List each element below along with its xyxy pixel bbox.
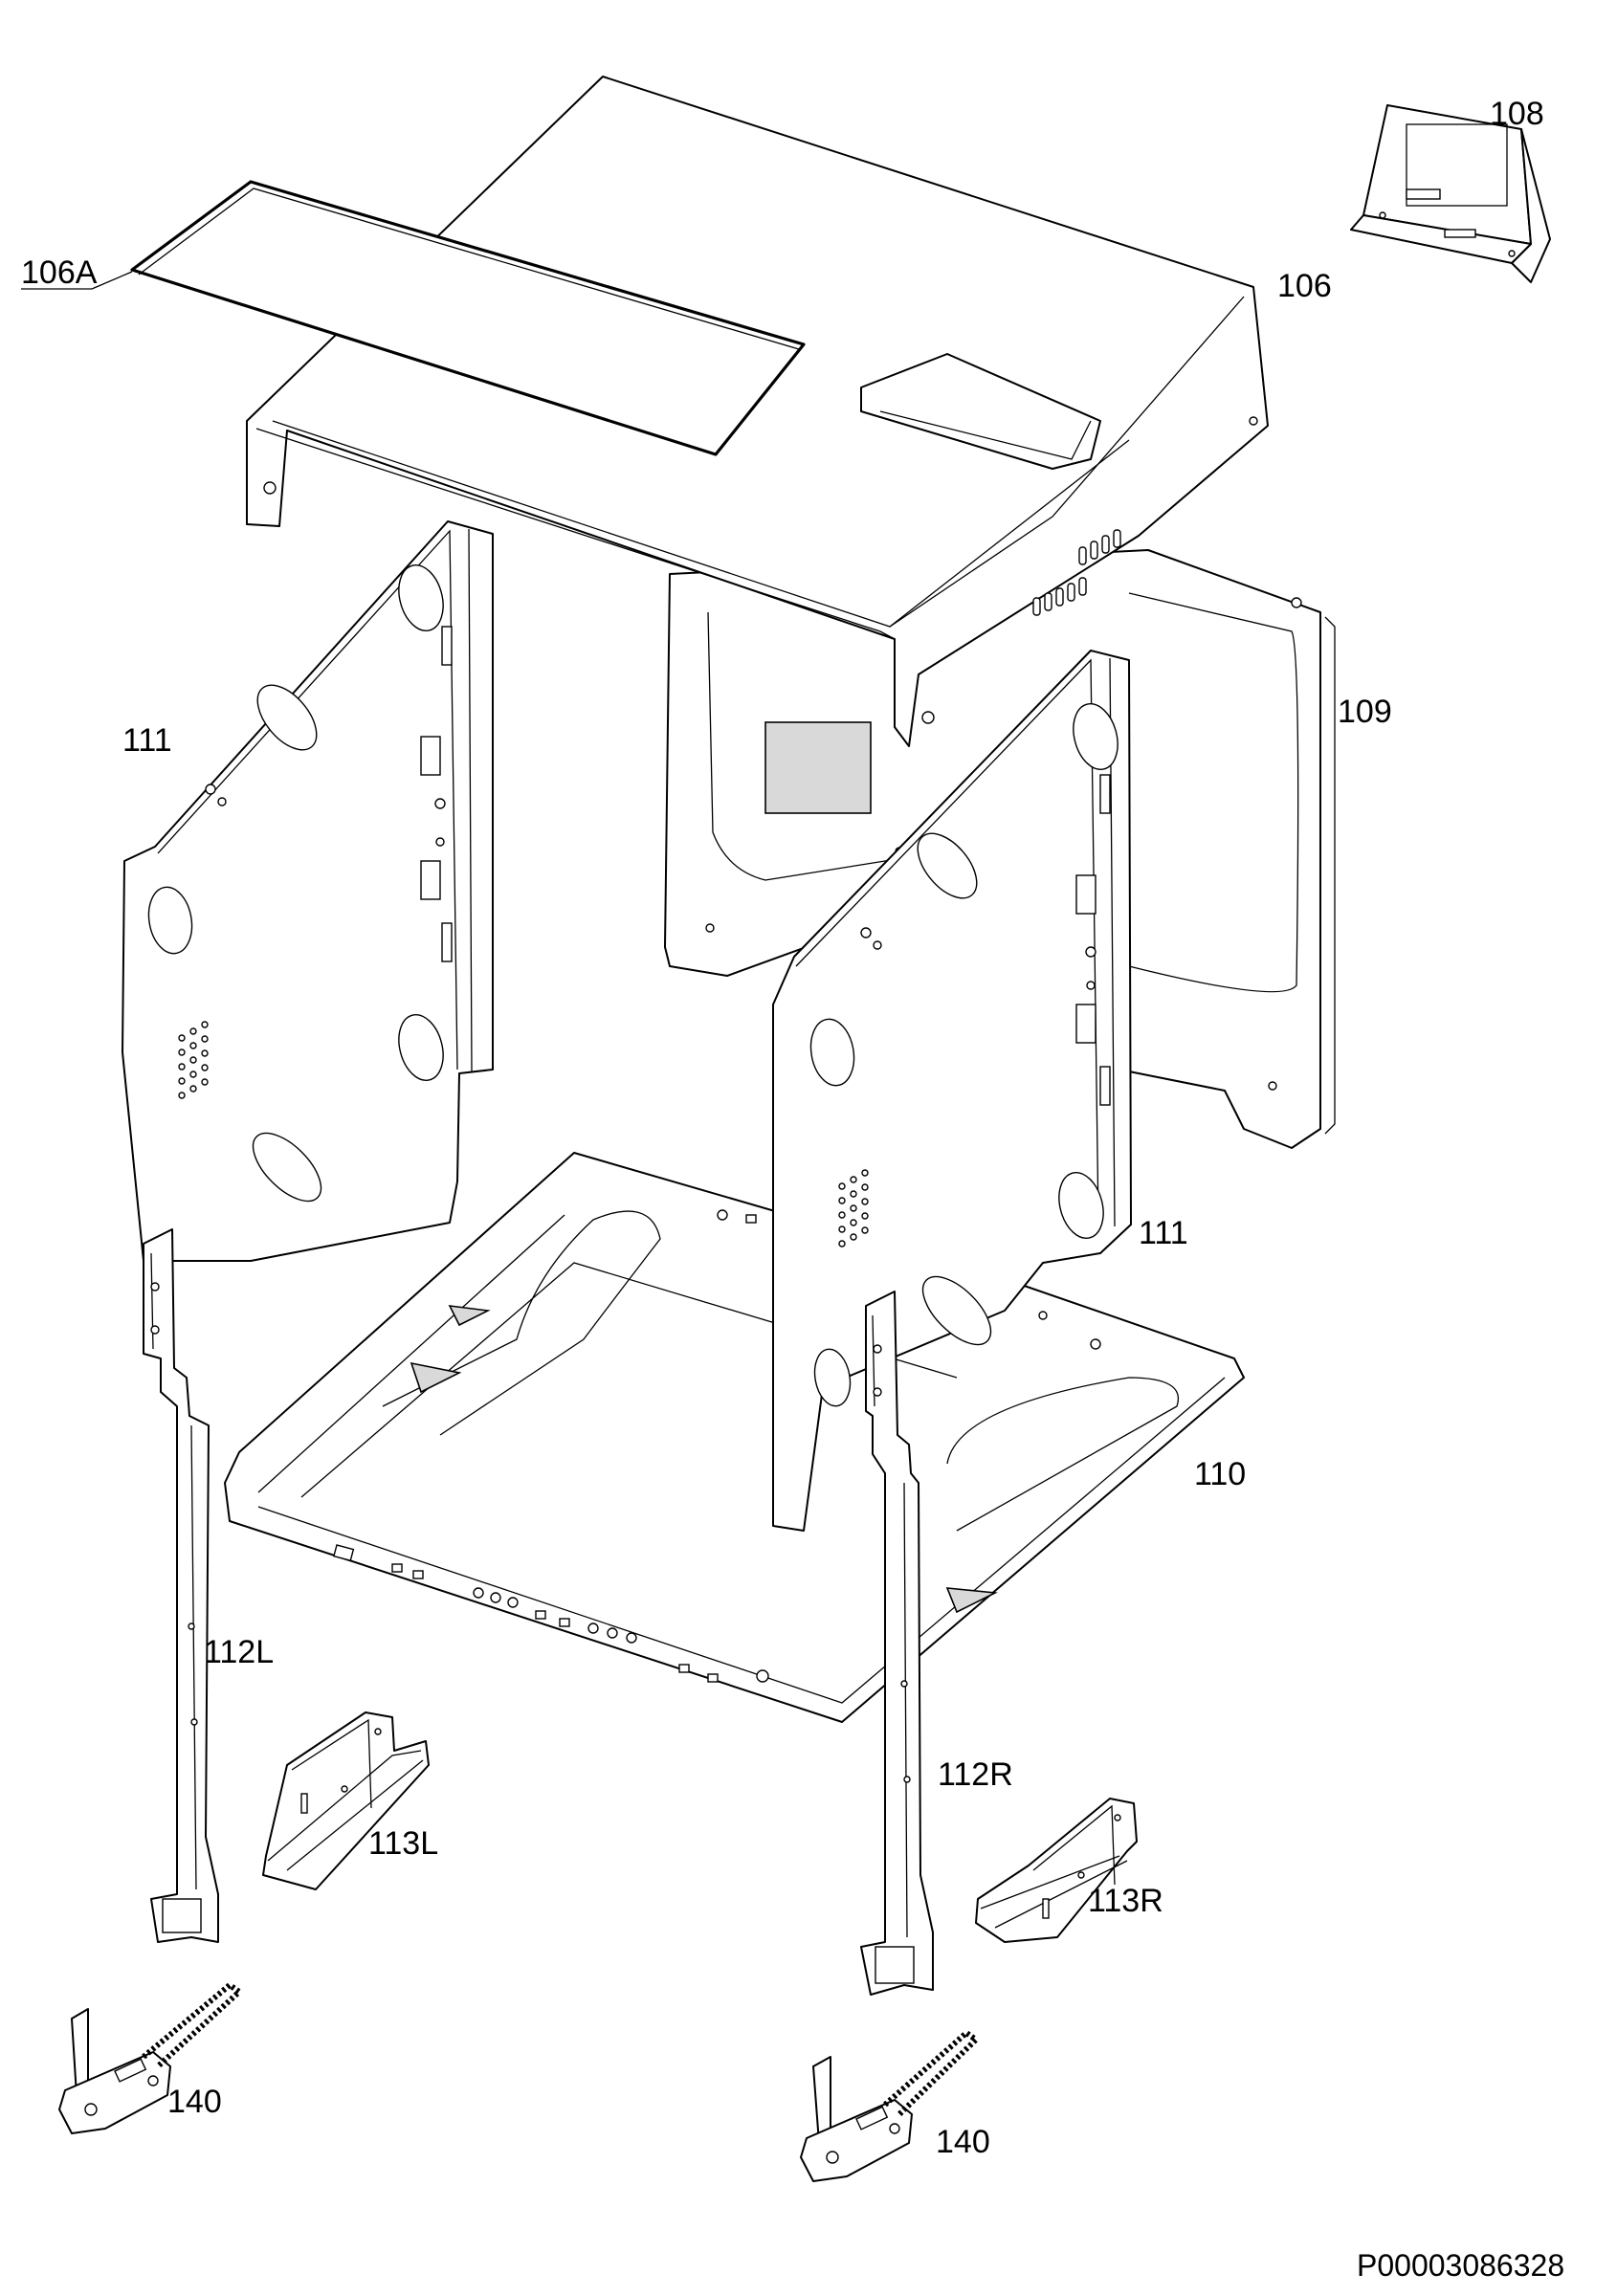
left-panel-vent-dots	[178, 1021, 209, 1099]
label-140-right: 140	[936, 2124, 990, 2160]
part-140-left-hinge	[58, 1981, 244, 2134]
label-109: 109	[1338, 694, 1392, 730]
label-106: 106	[1277, 268, 1332, 304]
part-111-right-side-panel	[772, 650, 1132, 1532]
label-113R: 113R	[1088, 1883, 1163, 1919]
label-112L: 112L	[204, 1634, 275, 1670]
part-108-control-panel	[1350, 104, 1551, 283]
label-106A: 106A	[21, 254, 98, 291]
drawing-reference-code: P00003086328	[1357, 2248, 1565, 2283]
part-112L-left-hinge-rail	[143, 1228, 219, 1943]
part-111-left-side-panel	[122, 520, 494, 1262]
part-112R-right-hinge-rail	[860, 1291, 934, 1996]
part-106A-strip	[21, 180, 806, 456]
cover-vent-slots	[1032, 529, 1121, 616]
label-111-left: 111	[122, 722, 172, 759]
part-106-top-cover	[246, 76, 1269, 747]
label-111-right: 111	[1139, 1215, 1188, 1251]
part-113R-right-bracket	[975, 1798, 1138, 1943]
part-140-right-hinge	[800, 2029, 981, 2182]
label-110: 110	[1194, 1456, 1247, 1492]
label-108: 108	[1490, 96, 1544, 132]
part-113L-left-bracket	[262, 1711, 430, 1890]
right-panel-vent-dots	[838, 1169, 869, 1247]
label-113L: 113L	[368, 1825, 439, 1862]
label-140-left: 140	[167, 2084, 222, 2120]
label-112R: 112R	[938, 1756, 1013, 1793]
